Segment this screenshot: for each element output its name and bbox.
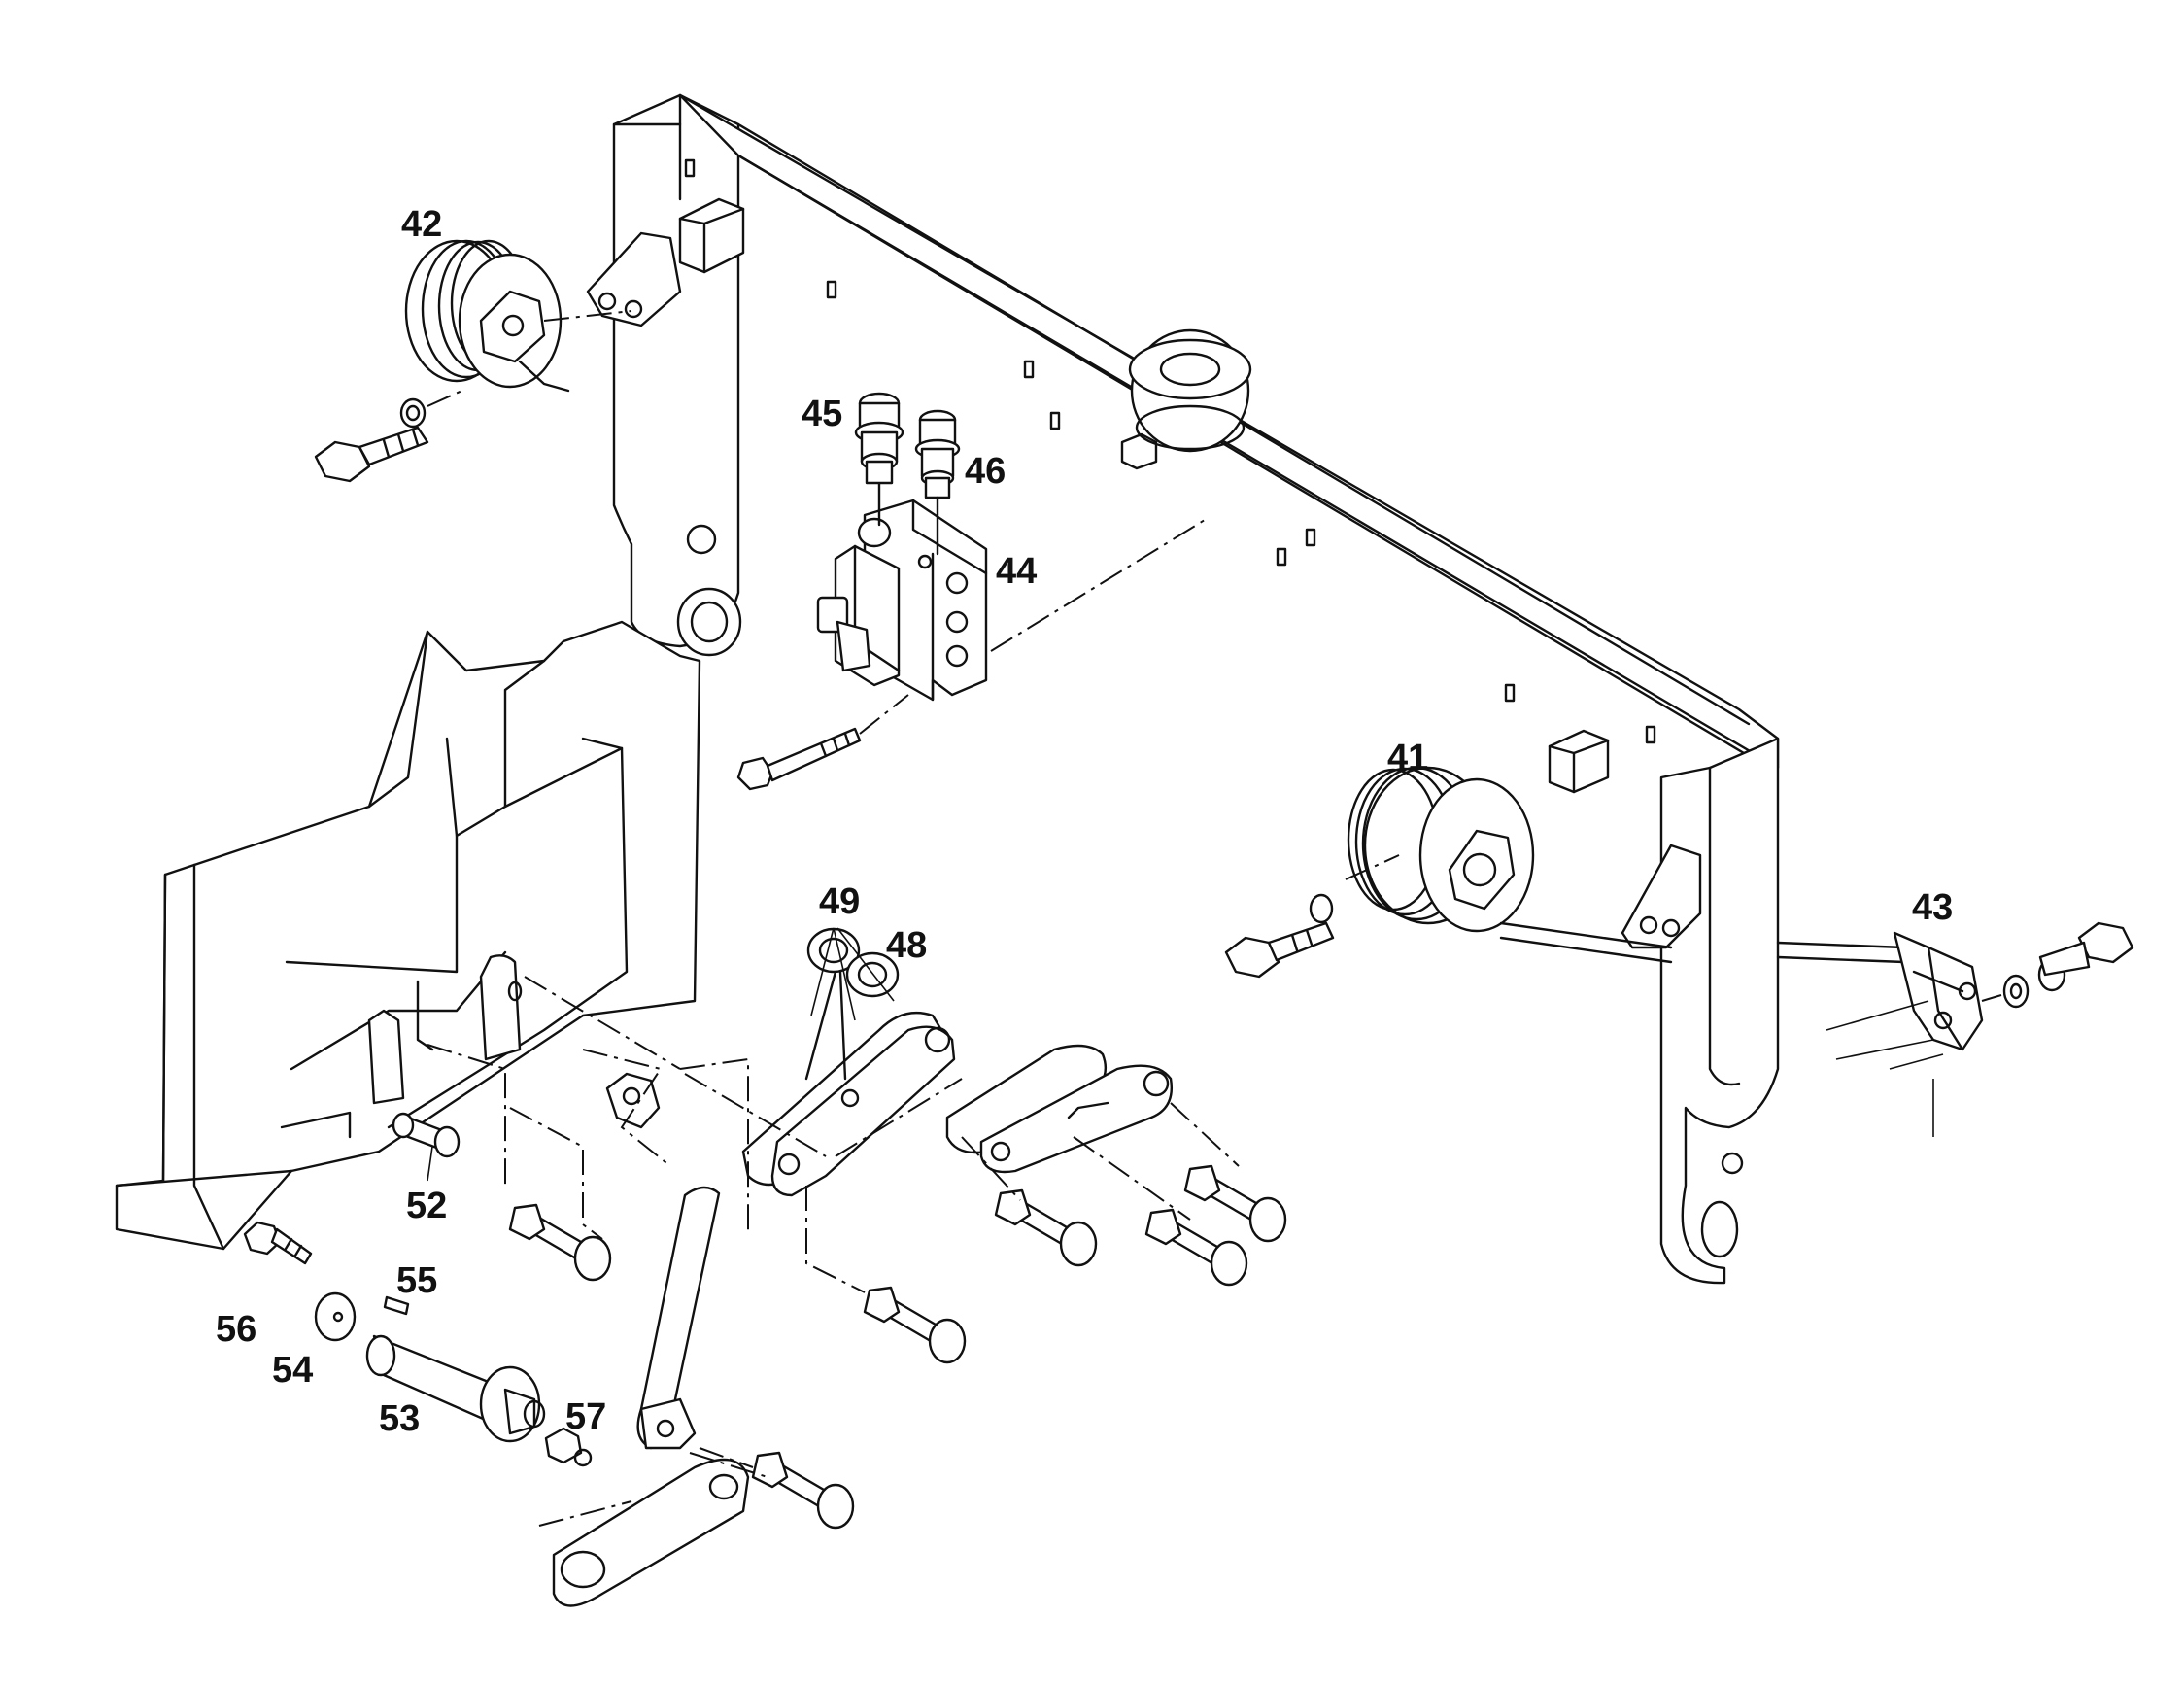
callout-45: 45 bbox=[802, 394, 842, 434]
callout-labels: 41 42 43 44 45 46 48 49 52 53 54 55 56 5… bbox=[216, 204, 1953, 1439]
callout-42: 42 bbox=[401, 204, 442, 245]
centre-lines bbox=[427, 976, 1240, 1478]
callout-41: 41 bbox=[1387, 738, 1428, 778]
callout-54: 54 bbox=[272, 1350, 313, 1391]
callout-52: 52 bbox=[406, 1186, 447, 1226]
callout-44: 44 bbox=[996, 551, 1037, 592]
leader-lines bbox=[427, 927, 895, 1182]
callout-57: 57 bbox=[565, 1396, 606, 1437]
callout-43: 43 bbox=[1912, 887, 1953, 928]
callout-56: 56 bbox=[216, 1309, 256, 1350]
shaft-53-parts bbox=[243, 1221, 593, 1467]
pulley-42 bbox=[314, 239, 632, 483]
carriage-block bbox=[115, 620, 701, 1251]
hinge-pins bbox=[392, 1112, 1287, 1530]
valve-block-44 bbox=[736, 392, 1206, 791]
linkage-arms bbox=[538, 970, 1173, 1607]
bracket-43 bbox=[1776, 921, 2134, 1137]
callout-49: 49 bbox=[819, 881, 860, 922]
bearings-48-49 bbox=[806, 927, 900, 998]
pulley-41 bbox=[1224, 766, 1673, 979]
main-frame bbox=[586, 93, 1780, 1285]
callout-53: 53 bbox=[379, 1398, 420, 1439]
callout-46: 46 bbox=[965, 451, 1006, 492]
callout-48: 48 bbox=[886, 925, 927, 966]
callout-55: 55 bbox=[396, 1260, 437, 1301]
